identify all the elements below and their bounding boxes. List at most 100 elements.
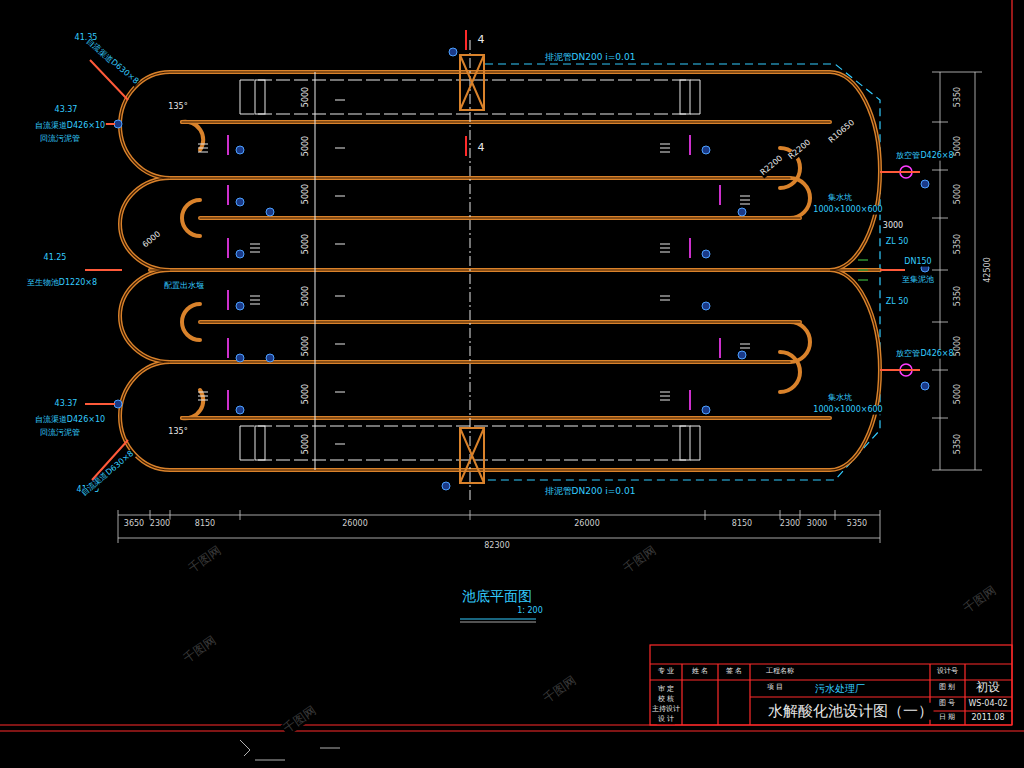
drawing-rect (650, 645, 1012, 725)
pipe-note: 排泥管DN200 i=0.01 (544, 53, 637, 63)
drawing-rect (255, 80, 265, 114)
drawing-rect (680, 426, 690, 460)
drawing-line (650, 663, 750, 664)
drawing-rect (460, 428, 484, 483)
dimension: 26000 (341, 520, 368, 529)
drawing-g (198, 100, 750, 444)
dimension: 5000 (302, 86, 311, 108)
drawing-path (660, 144, 750, 400)
table-cell: 校 核 (657, 696, 675, 704)
dimension: 3000 (882, 222, 904, 231)
angle-dim: 135° (167, 103, 188, 112)
sump-note: 1000×1000×600 (812, 206, 883, 215)
drawing-g (120, 72, 880, 470)
dimension: 82300 (483, 542, 510, 551)
table-cell: 工程名称 (765, 668, 795, 676)
drawing-path (240, 740, 340, 760)
drawing-circle (449, 48, 457, 56)
drawing-path (690, 135, 720, 410)
drawing-g (0, 0, 1024, 731)
drawing-g (460, 55, 484, 483)
drawing-line (118, 538, 880, 539)
drawing-path (460, 55, 484, 110)
dimension: 5000 (302, 183, 311, 205)
drawing-path (85, 60, 920, 480)
section-mark: 4 (477, 34, 486, 46)
sump-note: 1000×1000×600 (812, 406, 883, 415)
dimension: 5000 (302, 233, 311, 255)
pipe-note: ZL 50 (885, 238, 910, 247)
table-cell: 主持设计 (651, 706, 681, 714)
elevation: 43.37 (54, 400, 79, 409)
dimension: 5000 (302, 135, 311, 157)
drawing-path (932, 72, 982, 470)
dimension: 5000 (954, 335, 963, 357)
elevation: 43.37 (54, 106, 79, 115)
drawing-line (975, 72, 976, 470)
project-name: 污水处理厂 (814, 683, 866, 694)
drawing-g (240, 40, 700, 500)
drawing-circle (236, 198, 244, 206)
table-cell: 姓 名 (691, 668, 709, 676)
dimension: 8150 (194, 520, 216, 529)
dimension: 5000 (302, 285, 311, 307)
table-cell: 图 别 (938, 684, 956, 692)
drawing-line (118, 515, 880, 516)
drawing-path (858, 260, 868, 280)
pipe-note: 自流渠道D426×10 (34, 122, 106, 131)
drawing-line (315, 72, 316, 470)
pipe-note: 排泥管DN200 i=0.01 (544, 487, 637, 497)
drawing-circle (738, 208, 746, 216)
dimension: 5000 (954, 135, 963, 157)
drawing-line (930, 696, 1012, 697)
sump-note: 集水坑 (827, 394, 853, 403)
table-cell: WS-04-02 (967, 700, 1008, 709)
dimension: 5000 (302, 335, 311, 357)
drawing-g (228, 135, 912, 410)
drawing-g (114, 48, 929, 490)
drawing-path (182, 390, 203, 418)
drawing-path (120, 72, 880, 470)
table-cell: 2011.08 (970, 714, 1005, 723)
drawing-line (465, 30, 467, 50)
pipe-note: DN150 (903, 258, 932, 267)
drawing-circle (442, 482, 450, 490)
drawing-circle (236, 354, 244, 362)
drawing-line (750, 696, 930, 697)
drawing-path (120, 72, 880, 470)
drawing-path (198, 144, 260, 400)
watermark: 千图网 (186, 544, 225, 577)
drawing-line (717, 664, 718, 725)
dimension: 5000 (302, 383, 311, 405)
drawing-g (858, 260, 868, 280)
drawing-circle (114, 120, 122, 128)
drawing-path (182, 122, 203, 150)
drawing-path (460, 428, 484, 483)
watermark: 千图网 (181, 634, 220, 667)
dimension: 3650 (123, 520, 145, 529)
drawing-path (118, 510, 880, 543)
drawing-line (1011, 0, 1012, 725)
elevation: 41.25 (43, 254, 68, 263)
table-cell: 审 定 (657, 686, 675, 694)
drawing-path (182, 304, 200, 340)
dimension: 2300 (149, 520, 171, 529)
radius-dim: R2200 (786, 138, 813, 163)
drawing-circle (738, 351, 746, 359)
drawing-rect (460, 55, 484, 110)
pipe-note: 自流渠道D426×10 (34, 416, 106, 425)
dimension: 5350 (954, 433, 963, 455)
drawing-g (240, 740, 340, 760)
drawing-g (465, 30, 467, 156)
dimension: 42500 (984, 256, 993, 283)
drawing-circle (702, 146, 710, 154)
dimension: 3000 (806, 520, 828, 529)
table-cell: 设 计 (657, 716, 675, 724)
drawing-path (150, 122, 880, 418)
drawing-g (118, 72, 982, 622)
drawing-circle (114, 400, 122, 408)
drawing-path (335, 100, 345, 444)
table-cell: 设计号 (936, 668, 959, 676)
drawing-circle (266, 354, 274, 362)
